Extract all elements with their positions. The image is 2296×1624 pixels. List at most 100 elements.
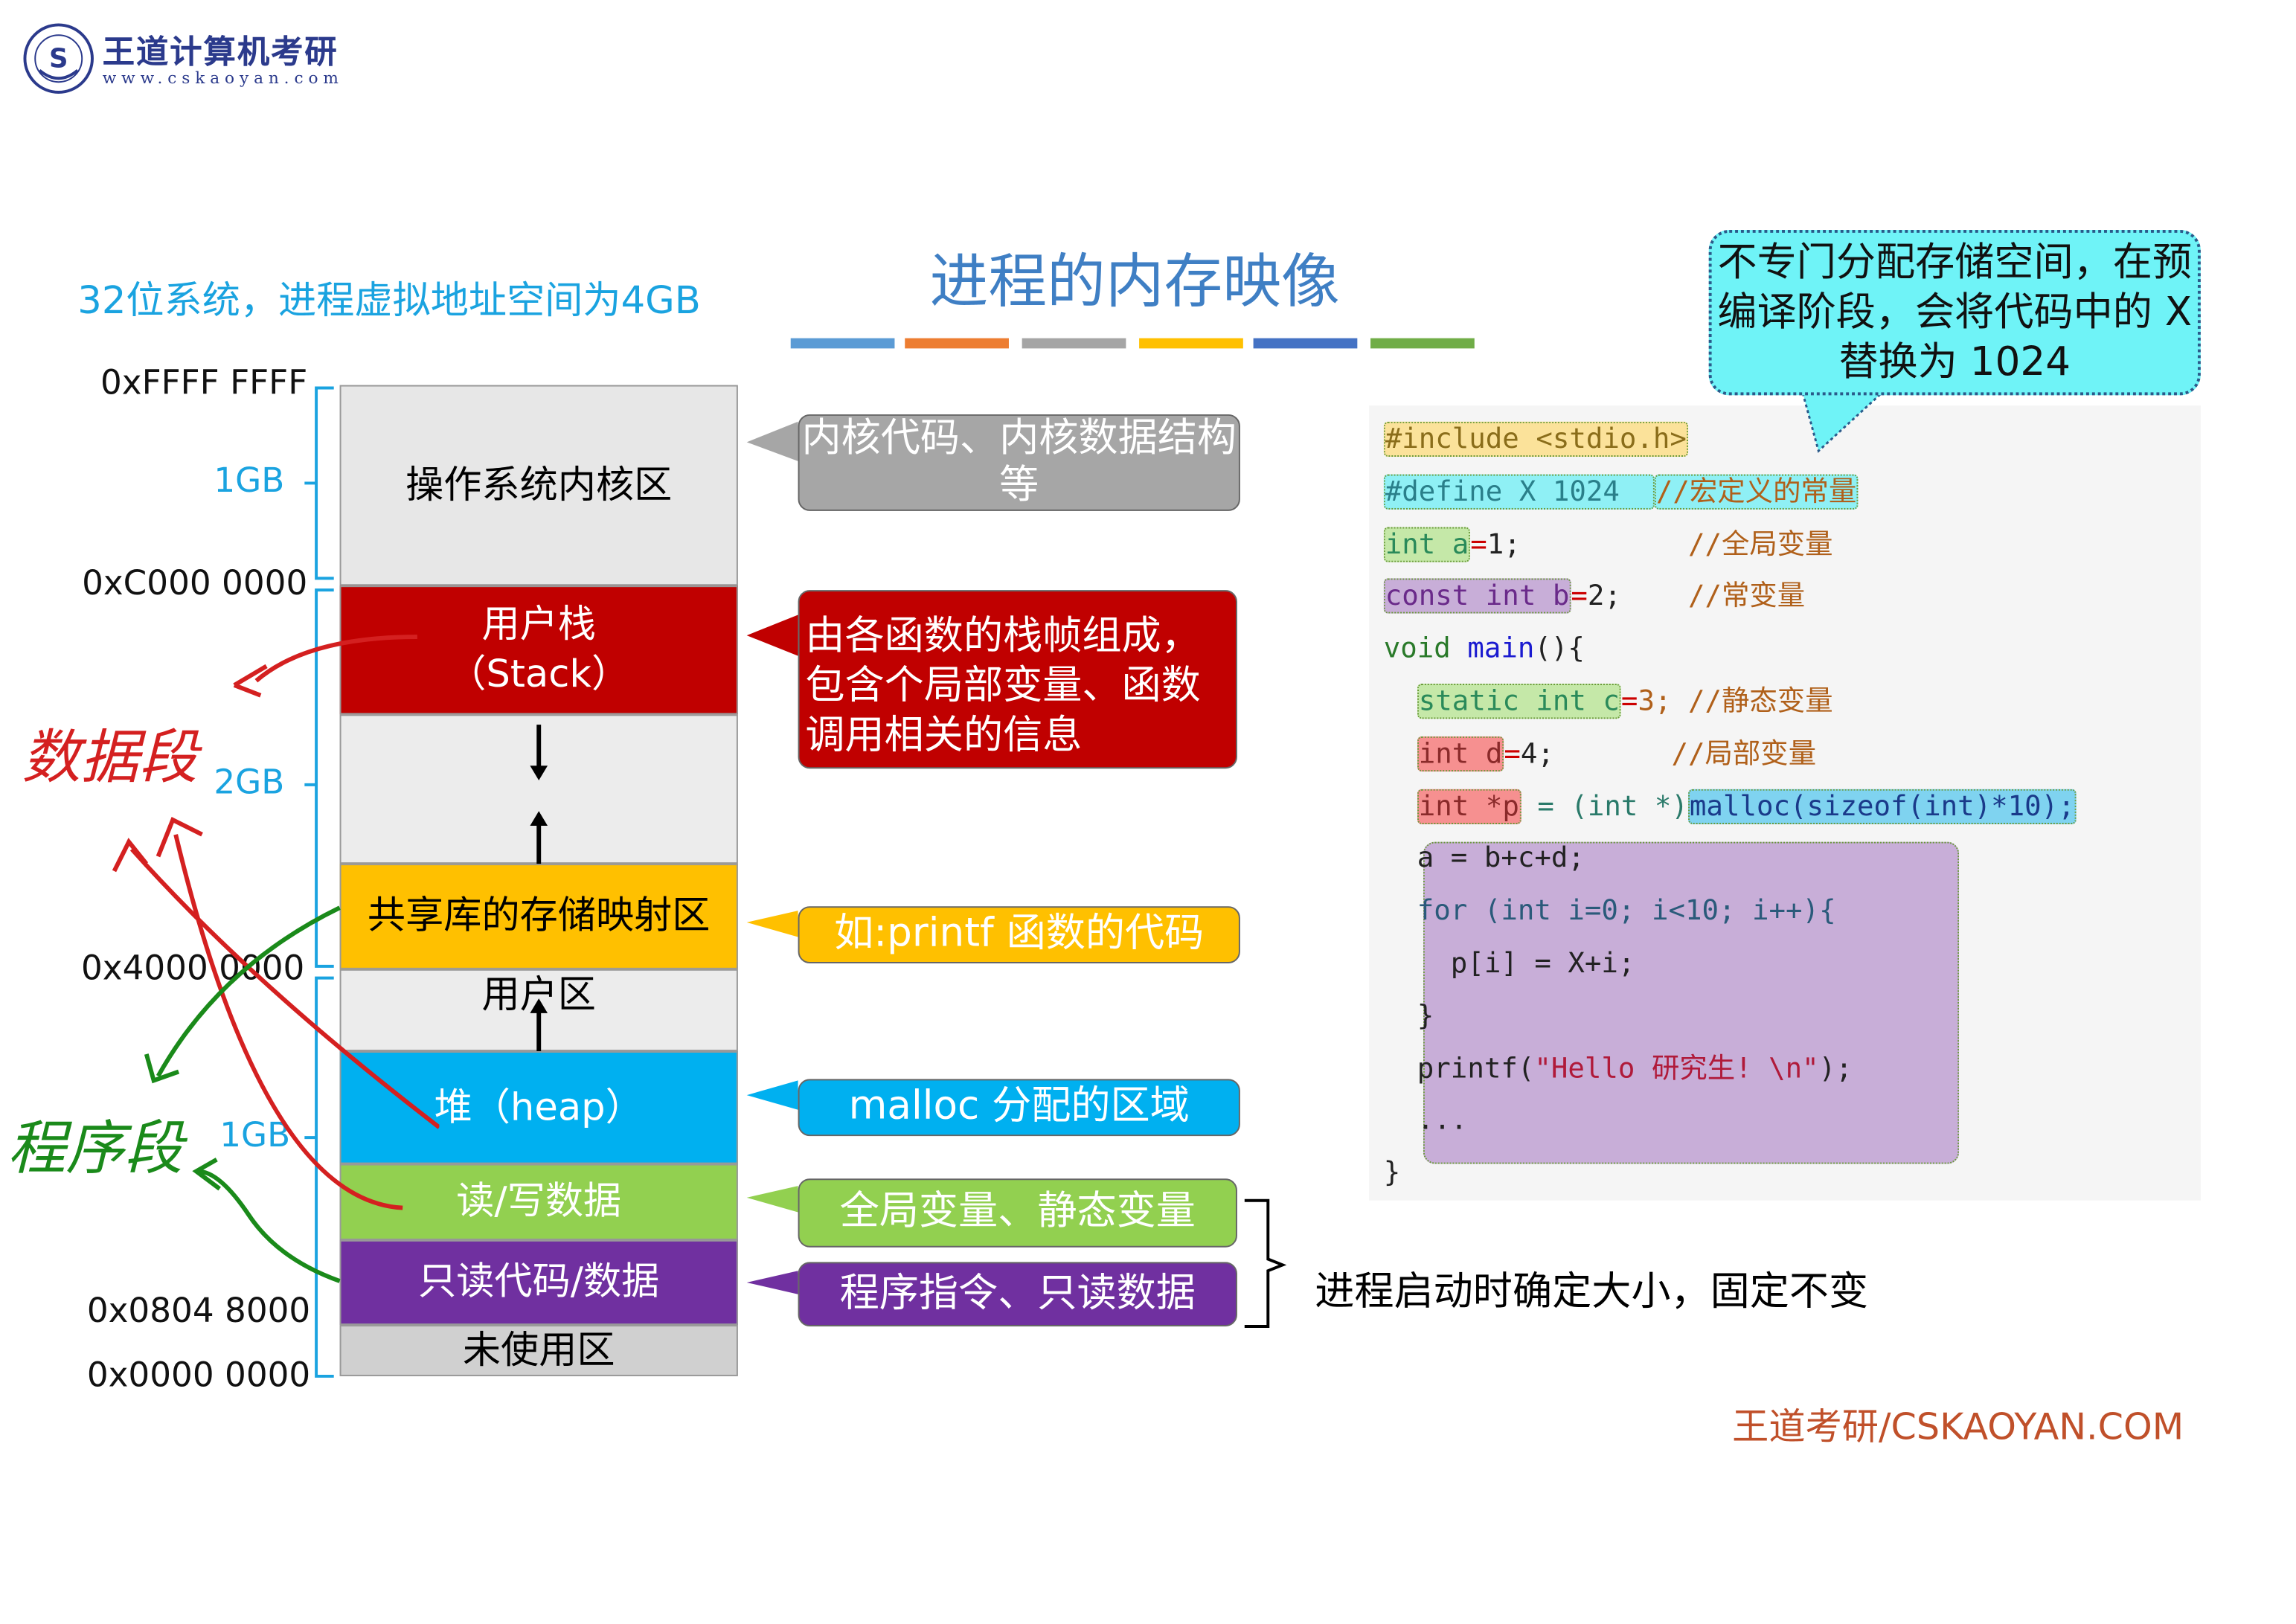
- title-bar: [790, 338, 895, 349]
- kernel-region: 操作系统内核区: [339, 385, 738, 586]
- code-token: void: [1383, 632, 1468, 665]
- code-line: }: [1384, 1154, 1401, 1192]
- code-token: #include <stdio.h>: [1383, 421, 1688, 458]
- page-title: 进程的内存映像: [929, 248, 1340, 317]
- code-token: //宏定义的常量: [1654, 474, 1859, 510]
- code-line: int *p = (int *)malloc(sizeof(int)*10);: [1384, 787, 2077, 825]
- code-line: #define X 1024 //宏定义的常量: [1383, 472, 1859, 510]
- code-token: //全局变量: [1520, 527, 1833, 560]
- stack-label: 用户栈: [481, 603, 596, 647]
- code-line: static int c=3; //静态变量: [1384, 682, 1833, 720]
- logo-url: www.cskaoyan.com: [102, 68, 344, 89]
- handwritten-arrows: [112, 635, 440, 1283]
- code-token: 3; //静态变量: [1638, 685, 1833, 718]
- code-line: p[i] = X+i;: [1384, 944, 1635, 982]
- callout-pointers: [746, 421, 798, 1294]
- code-token: =: [1620, 685, 1638, 718]
- growth-arrows-icon: [530, 725, 548, 1052]
- shared-lib-region: 共享库的存储映射区: [339, 864, 738, 969]
- stack-label-en: （Stack）: [448, 652, 630, 697]
- code-token: }: [1383, 1157, 1401, 1190]
- code-token: main: [1467, 632, 1535, 665]
- stack-region: 用户栈 （Stack）: [339, 585, 738, 715]
- title-bar: [905, 338, 1009, 349]
- rw-data-label: 读/写数据: [456, 1180, 622, 1225]
- code-line: printf("Hello 研究生! \n");: [1384, 1049, 1853, 1087]
- code-token: p[i] = X+i;: [1383, 947, 1635, 980]
- code-token: printf(: [1383, 1052, 1535, 1085]
- code-token: );: [1818, 1052, 1853, 1085]
- size-user-low: 1GB: [219, 1117, 291, 1155]
- code-line: int d=4; //局部变量: [1384, 735, 1816, 773]
- code-token: static int c: [1417, 684, 1621, 719]
- code-token: int d: [1417, 736, 1504, 771]
- code-token: = (int *): [1520, 789, 1688, 823]
- code-line: for (int i=0; i<10; i++){: [1384, 892, 1836, 930]
- address-top: 0xFFFF FFFF: [100, 365, 308, 403]
- address-zero: 0x0000 0000: [86, 1357, 311, 1396]
- code-token: =: [1504, 737, 1521, 770]
- size-kernel: 1GB: [214, 462, 285, 501]
- code-token: //局部变量: [1553, 737, 1817, 770]
- address-program-start: 0x0804 8000: [86, 1292, 311, 1331]
- code-token: "Hello 研究生! \n": [1534, 1052, 1819, 1085]
- subtitle: 32位系统，进程虚拟地址空间为4GB: [77, 279, 701, 324]
- ro-code-label: 只读代码/数据: [418, 1260, 660, 1305]
- unused-region: 未使用区: [339, 1325, 738, 1376]
- code-token: a = b+c+d;: [1383, 842, 1585, 875]
- callout-shared: 如:printf 函数的代码: [798, 906, 1240, 963]
- callout-rw: 全局变量、静态变量: [798, 1178, 1237, 1248]
- code-token: 1;: [1487, 527, 1521, 560]
- shared-lib-label: 共享库的存储映射区: [367, 894, 711, 939]
- code-token: int a: [1383, 526, 1471, 562]
- code-panel: #include <stdio.h> #define X 1024 //宏定义的常…: [1369, 405, 2201, 1201]
- code-line: #include <stdio.h>: [1383, 420, 1688, 458]
- code-line: ...: [1384, 1102, 1468, 1140]
- code-token: malloc(sizeof(int)*10);: [1687, 788, 2077, 824]
- code-line: a = b+c+d;: [1384, 839, 1585, 877]
- logo-name: 王道计算机考研: [102, 35, 339, 72]
- code-token: #define X 1024: [1383, 474, 1655, 510]
- title-bar: [1139, 338, 1243, 349]
- code-token: [1384, 790, 1417, 822]
- callout-kernel: 内核代码、内核数据结构等: [798, 414, 1240, 511]
- code-token: =: [1470, 527, 1487, 560]
- kernel-label: 操作系统内核区: [405, 463, 673, 507]
- code-line: }: [1384, 997, 1434, 1035]
- function-body-highlight: [1423, 841, 1960, 1164]
- callout-heap: malloc 分配的区域: [798, 1079, 1240, 1137]
- code-token: 2;: [1587, 580, 1621, 613]
- code-token: int *p: [1417, 788, 1521, 824]
- code-token: (){: [1534, 632, 1585, 665]
- data-segment-annotation: 数据段: [22, 725, 198, 792]
- size-brackets: [304, 386, 334, 1378]
- code-token: ...: [1383, 1104, 1468, 1137]
- heap-label: 堆（heap）: [434, 1085, 644, 1130]
- heap-region: 堆（heap）: [339, 1051, 738, 1164]
- rw-data-region: 读/写数据: [339, 1164, 738, 1240]
- code-line: const int b=2; //常变量: [1383, 577, 1806, 615]
- title-bar: [1022, 338, 1126, 349]
- ro-code-region: 只读代码/数据: [339, 1239, 738, 1326]
- fixed-size-brace: [1244, 1198, 1287, 1328]
- svg-text:S: S: [49, 44, 68, 74]
- code-token: [1384, 737, 1417, 769]
- code-token: =: [1571, 580, 1588, 613]
- address-kernel-start: 0xC000 0000: [82, 565, 308, 603]
- fixed-size-note: 进程启动时确定大小，固定不变: [1315, 1269, 1869, 1315]
- code-token: 4;: [1520, 737, 1554, 770]
- code-line: int a=1; //全局变量: [1383, 525, 1833, 563]
- code-segment-annotation: 程序段: [7, 1115, 184, 1184]
- code-token: const int b: [1383, 579, 1571, 614]
- title-bar: [1253, 338, 1358, 349]
- title-bar: [1370, 338, 1475, 349]
- code-token: }: [1383, 999, 1434, 1033]
- code-token: //常变量: [1620, 580, 1806, 613]
- unused-label: 未使用区: [462, 1328, 615, 1373]
- code-token: [1384, 685, 1417, 717]
- macro-note: 不专门分配存储空间，在预编译阶段，会将代码中的 X 替换为 1024: [1708, 229, 2201, 396]
- size-user-middle: 2GB: [214, 764, 285, 803]
- code-token: for (int i=0; i<10; i++){: [1383, 894, 1836, 928]
- callout-stack: 由各函数的栈帧组成，包含个局部变量、函数调用相关的信息: [798, 590, 1237, 769]
